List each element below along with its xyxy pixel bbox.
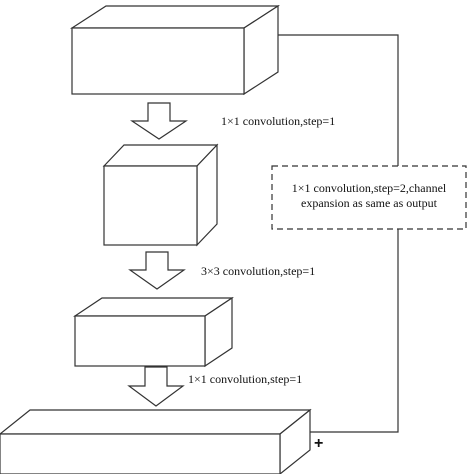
conv3-label: 1×1 convolution,step=1: [188, 372, 303, 386]
output-block: [0, 408, 312, 474]
block-after-conv1: [102, 143, 219, 247]
shortcut-label-line2: expansion as same as output: [301, 196, 437, 210]
conv2-label: 3×3 convolution,step=1: [201, 264, 316, 278]
input-block: [69, 4, 281, 96]
conv1-label: 1×1 convolution,step=1: [221, 114, 336, 128]
shortcut-dashed-box: [271, 165, 467, 230]
down-arrow-2: [128, 251, 186, 290]
shortcut-label: 1×1 convolution,step=2,channel expansion…: [272, 181, 466, 211]
block-after-conv2: [73, 296, 234, 368]
sum-plus-sign: +: [314, 435, 324, 452]
down-arrow-3: [127, 366, 185, 407]
shortcut-label-line1: 1×1 convolution,step=2,channel: [291, 181, 447, 195]
down-arrow-1: [130, 102, 188, 140]
shortcut-path: [278, 34, 399, 433]
